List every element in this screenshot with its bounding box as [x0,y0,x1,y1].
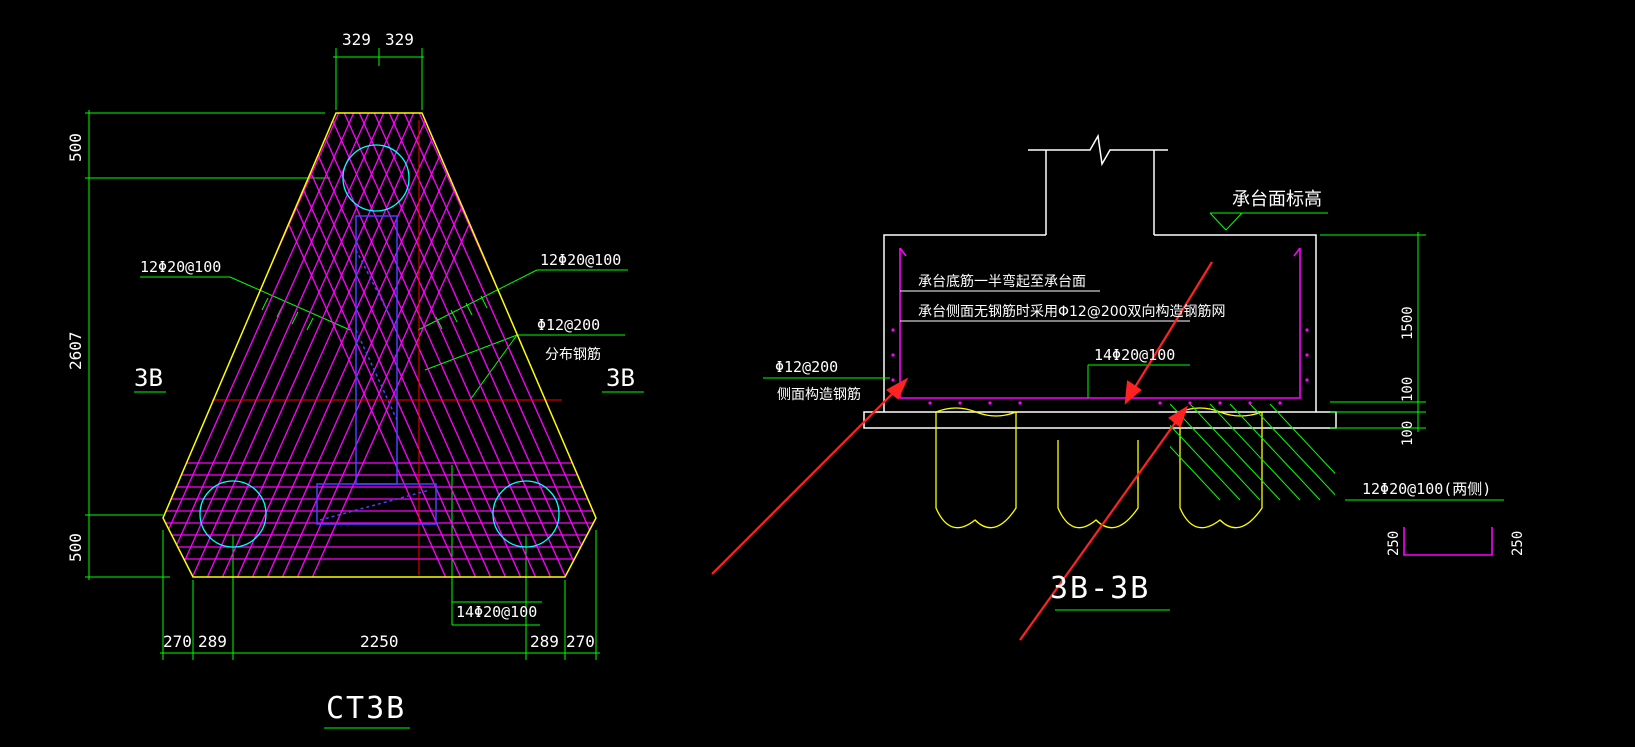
section-note-2: 承台侧面无钢筋时采用Φ12@200双向构造钢筋网 [918,303,1226,320]
section-rebar [899,247,1493,556]
plan-left-dim-bottom: 500 [66,533,85,562]
plan-section-mark-right: 3B [606,364,635,392]
section-hook-dim-right: 250 [1510,531,1526,556]
plan-dimension-lines [85,48,644,729]
section-dim-100-a: 100 [1400,377,1416,402]
arrow-head-2 [1124,380,1142,405]
section-rebar-dots [891,328,1309,405]
plan-title: CT3B [326,691,406,726]
plan-rebar-left-label: 12Φ20@100 [140,258,221,276]
section-side-rebar-label: Φ12@200 [775,358,838,376]
section-dim-100-b: 100 [1400,421,1416,446]
plan-bottom-dim-3: 2250 [360,632,399,651]
section-bottom-rebar-label: 14Φ20@100 [1094,346,1175,364]
section-leader-white [900,290,1190,322]
arrow-head-1 [886,377,909,400]
section-side-bar-label: 12Φ20@100(两侧) [1362,480,1491,498]
section-hatch [1170,404,1335,500]
section-piles [935,407,1263,529]
section-red-arrows [711,261,1213,641]
section-dim-1500: 1500 [1400,306,1416,340]
plan-column [316,215,437,525]
plan-top-dim-right: 329 [385,30,414,49]
section-view: 承台面标高 承台底筋一半弯起至承台面 承台侧面无钢筋时采用Φ12@200双向构造… [711,133,1526,641]
plan-dist-rebar-label: Φ12@200 [537,316,600,334]
plan-left-dim-mid: 2607 [66,331,85,370]
section-side-rebar-cn: 侧面构造钢筋 [777,386,861,403]
section-top-elev-label: 承台面标高 [1232,189,1322,210]
plan-bottom-dim-4: 289 [530,632,559,651]
plan-view: 329 329 500 2607 500 270 289 2250 289 27… [66,30,644,729]
section-note-1: 承台底筋一半弯起至承台面 [918,273,1086,290]
section-title: 3B-3B [1050,571,1150,606]
plan-bottom-dim-5: 270 [566,632,595,651]
plan-rebar-right-label: 12Φ20@100 [540,251,621,269]
plan-top-dim-left: 329 [342,30,371,49]
plan-section-cut [212,120,562,575]
plan-dist-rebar-cn: 分布钢筋 [545,346,601,363]
plan-bottom-dim-1: 270 [163,632,192,651]
plan-bottom-dim-2: 289 [198,632,227,651]
plan-piles [199,144,560,548]
plan-section-mark-left: 3B [134,364,163,392]
section-hook-dim-left: 250 [1386,531,1402,556]
plan-left-dim-top: 500 [66,133,85,162]
section-dimension-lines [763,212,1504,611]
section-column [863,133,1337,429]
plan-bottom-rebar-label: 14Φ20@100 [456,603,537,621]
plan-outline [162,112,597,578]
arrow-head-3 [1168,405,1189,428]
